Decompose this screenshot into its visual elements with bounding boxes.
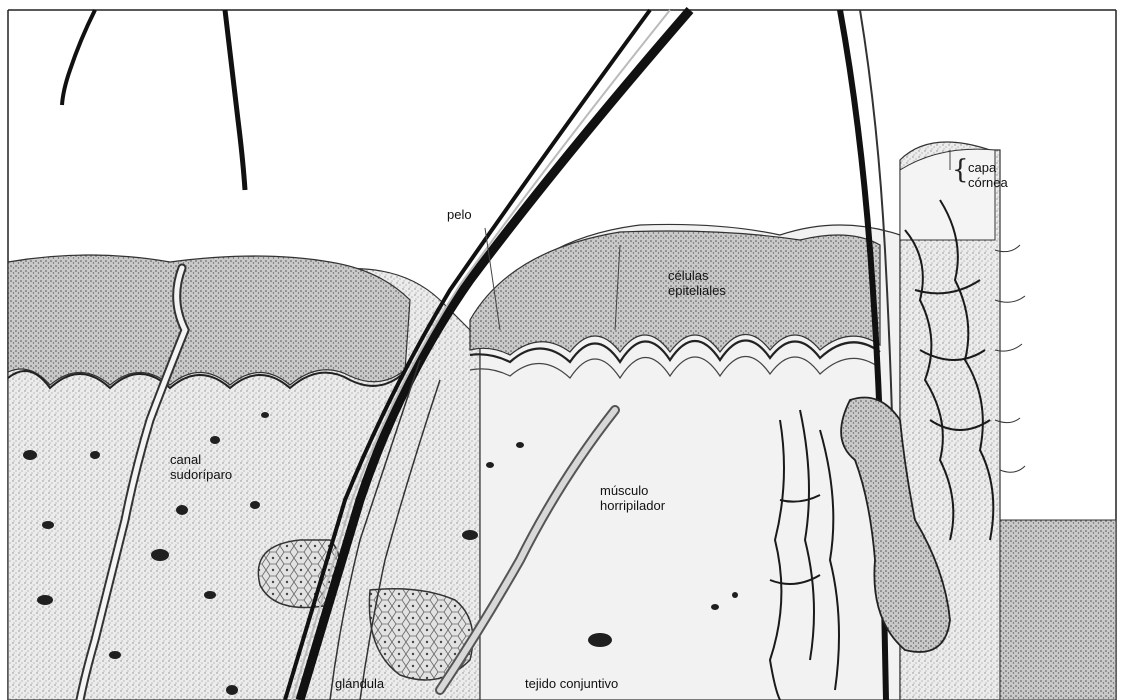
brace-capa-cornea: {	[952, 157, 969, 183]
label-sudoriparo: sudoríparo	[170, 467, 232, 482]
label-pelo: pelo	[447, 207, 472, 222]
label-musculo: músculo	[600, 483, 648, 498]
hair-top-left	[62, 10, 95, 105]
label-glandula: glándula	[335, 676, 384, 691]
label-horripilador: horripilador	[600, 498, 665, 513]
label-celulas: células	[668, 268, 708, 283]
label-canal: canal	[170, 452, 201, 467]
hair-top-center	[225, 10, 245, 190]
hypodermis-block-right	[1000, 520, 1116, 700]
label-epiteliales: epiteliales	[668, 283, 726, 298]
epidermis-left	[8, 255, 410, 385]
label-capa: capa	[968, 160, 996, 175]
label-tejido-conjuntivo: tejido conjuntivo	[525, 676, 618, 691]
label-cornea: córnea	[968, 175, 1008, 190]
